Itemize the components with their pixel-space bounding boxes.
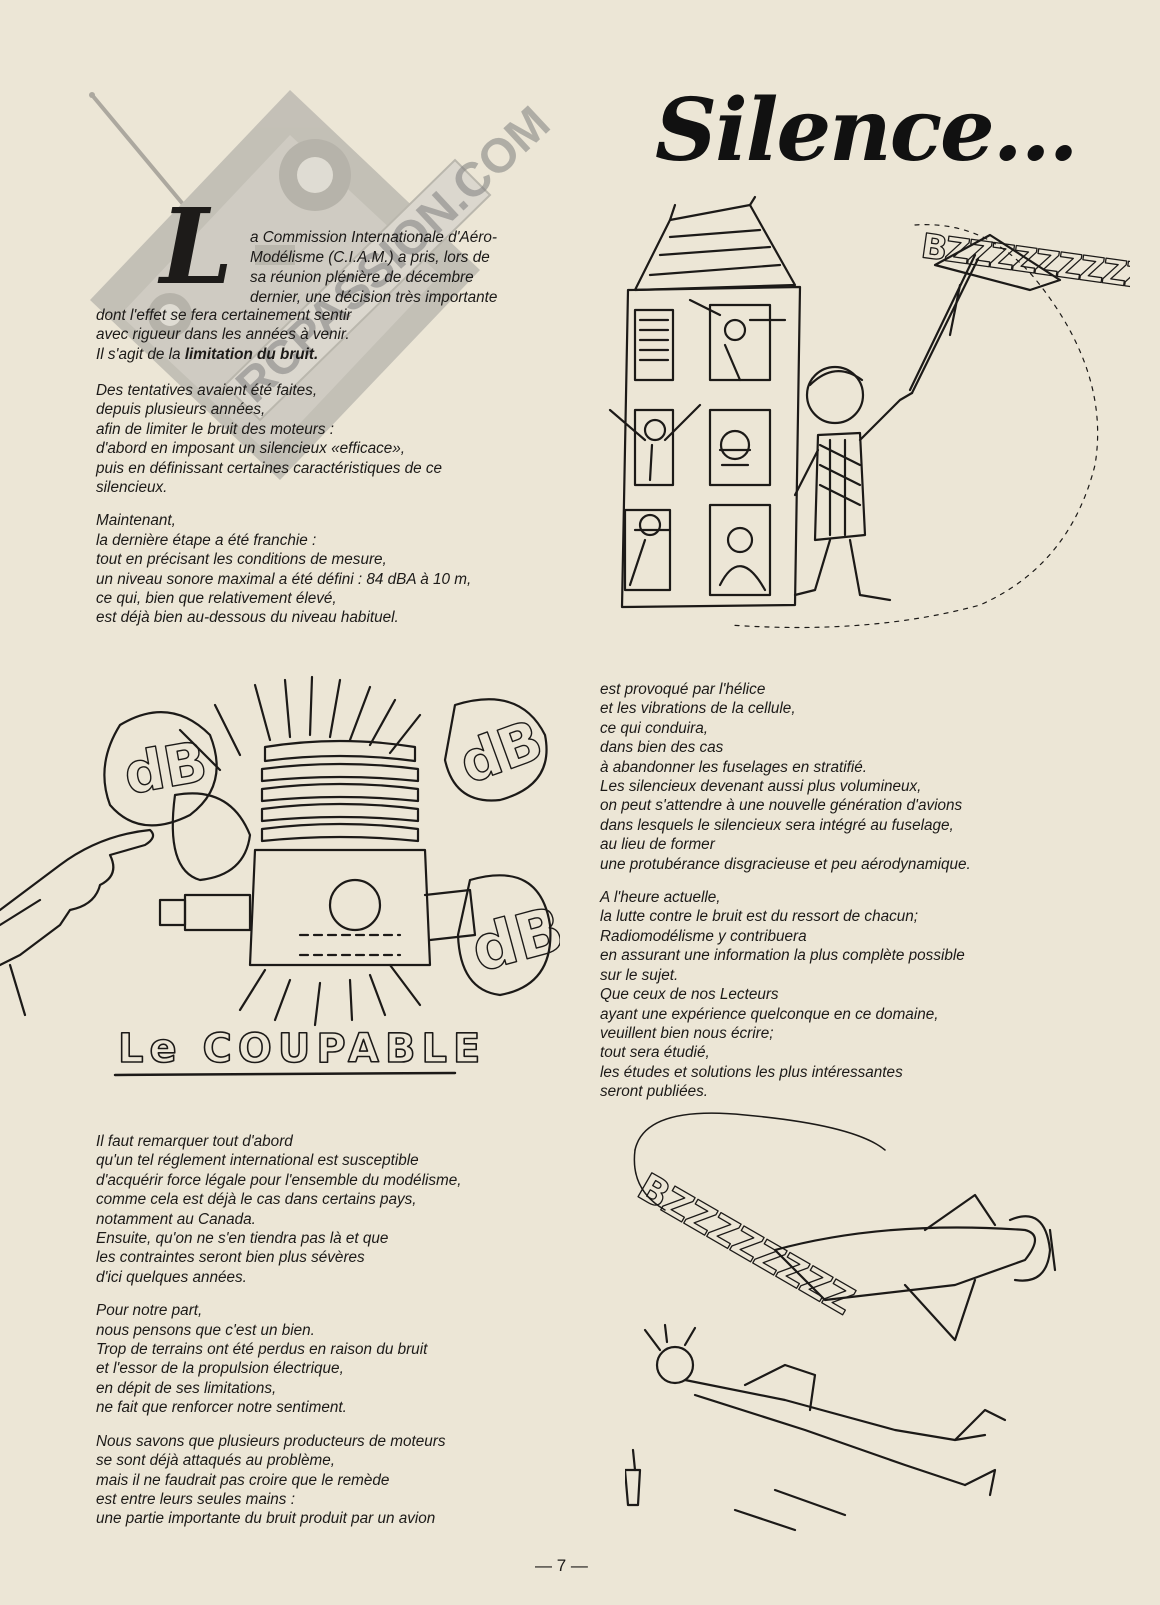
text-line: Maintenant, — [96, 512, 176, 530]
text-line: ce qui conduira, — [600, 719, 708, 737]
text-line: Il faut remarquer tout d'abord — [96, 1133, 293, 1150]
intro-emphasis: limitation du bruit. — [184, 345, 319, 363]
house-buzz-illustration: BZZZZZZZZZZZZZZZZZZZZZZZZ — [608, 195, 1130, 629]
intro-line: Modélisme (C.I.A.M.) a pris, lors de — [250, 249, 490, 266]
text-line: ayant une expérience quelconque en ce do… — [600, 1005, 939, 1023]
text-line: on peut s'attendre à une nouvelle généra… — [600, 797, 963, 815]
paragraph: Maintenant, la dernière étape a été fran… — [96, 511, 471, 627]
left-top-column: Des tentatives avaient été faites, depui… — [96, 381, 471, 642]
text-line: au lieu de former — [600, 836, 715, 854]
text-line: silencieux. — [96, 479, 168, 497]
left-bottom-column: Il faut remarquer tout d'abord qu'un tel… — [96, 1132, 462, 1543]
db-label: dB — [119, 730, 212, 808]
text-line: A l'heure actuelle, — [600, 889, 721, 907]
intro-line: avec rigueur dans les années à venir. — [96, 326, 350, 344]
plane-buzz-text: BZZZZZZZZ — [631, 1165, 861, 1323]
text-line: les contraintes seront bien plus sévères — [96, 1249, 365, 1267]
intro-continued: dont l'effet se fera certainement sentir… — [96, 306, 351, 364]
paragraph: Pour notre part, nous pensons que c'est … — [96, 1301, 462, 1417]
plane-sleeper-illustration: BZZZZZZZZ — [625, 1112, 1057, 1532]
text-line: Les silencieux devenant aussi plus volum… — [600, 778, 922, 796]
page-number: — 7 — — [535, 1556, 588, 1575]
text-line: Des tentatives avaient été faites, — [96, 382, 318, 399]
text-line: d'abord en imposant un silencieux «effic… — [96, 440, 406, 458]
text-line: est entre leurs seules mains : — [96, 1490, 295, 1508]
right-column: est provoqué par l'hélice et les vibrati… — [600, 680, 971, 1116]
text-line: en assurant une information la plus comp… — [600, 947, 965, 965]
text-line: comme cela est déjà le cas dans certains… — [96, 1191, 417, 1209]
text-line: depuis plusieurs années, — [96, 401, 266, 419]
text-line: qu'un tel réglement international est su… — [96, 1152, 419, 1170]
text-line: Que ceux de nos Lecteurs — [600, 986, 779, 1004]
text-line: Radiomodélisme y contribuera — [600, 927, 807, 945]
text-line: est provoqué par l'hélice — [600, 681, 766, 698]
drop-cap: L — [160, 185, 234, 308]
text-line: ce qui, bien que relativement élevé, — [96, 590, 337, 608]
text-line: Pour notre part, — [96, 1302, 203, 1320]
engine-culprit-illustration: dB dB dB Le COUPABLE — [0, 675, 560, 1077]
text-line: sur le sujet. — [600, 966, 679, 984]
intro-text: a Commission Internationale d'Aéro- Modé… — [250, 228, 497, 308]
intro-last-prefix: Il s'agit de la — [96, 345, 185, 363]
transmitter-watermark: RCPASSION.COM — [89, 90, 560, 480]
text-line: ne fait que renforcer notre sentiment. — [96, 1399, 347, 1417]
text-line: Nous savons que plusieurs producteurs de… — [96, 1432, 446, 1450]
text-line: une partie importante du bruit produit p… — [96, 1510, 436, 1528]
text-line: la lutte contre le bruit est du ressort … — [600, 908, 919, 926]
text-line: tout en précisant les conditions de mesu… — [96, 551, 387, 569]
paragraph: Il faut remarquer tout d'abord qu'un tel… — [96, 1132, 462, 1287]
text-line: Ensuite, qu'on ne s'en tiendra pas là et… — [96, 1230, 389, 1248]
paragraph: Des tentatives avaient été faites, depui… — [96, 381, 471, 497]
text-line: les études et solutions les plus intéres… — [600, 1063, 903, 1081]
text-line: nous pensons que c'est un bien. — [96, 1321, 315, 1339]
paragraph: est provoqué par l'hélice et les vibrati… — [600, 680, 971, 874]
text-line: une protubérance disgracieuse et peu aér… — [600, 855, 971, 873]
intro-line: dont l'effet se fera certainement sentir — [96, 307, 352, 324]
text-line: mais il ne faudrait pas croire que le re… — [96, 1471, 390, 1489]
text-line: tout sera étudié, — [600, 1044, 710, 1062]
text-line: et les vibrations de la cellule, — [600, 700, 796, 718]
intro-last-line: Il s'agit de la limitation du bruit. — [96, 345, 351, 364]
paragraph: Nous savons que plusieurs producteurs de… — [96, 1432, 462, 1529]
text-line: afin de limiter le bruit des moteurs : — [96, 420, 335, 438]
text-line: la dernière étape a été franchie : — [96, 531, 317, 549]
engine-caption: Le COUPABLE — [118, 1026, 486, 1072]
intro-line: sa réunion plénière de décembre — [250, 269, 474, 286]
text-line: d'acquérir force légale pour l'ensemble … — [96, 1171, 462, 1189]
intro-line: a Commission Internationale d'Aéro- — [250, 229, 497, 246]
text-line: dans bien des cas — [600, 739, 724, 757]
text-line: puis en définissant certaines caractéris… — [96, 459, 443, 477]
text-line: dans lesquels le silencieux sera intégré… — [600, 816, 954, 834]
text-line: seront publiées. — [600, 1083, 708, 1101]
article-title: Silence... — [655, 80, 1079, 181]
text-line: en dépit de ses limitations, — [96, 1379, 277, 1397]
text-line: à abandonner les fuselages en stratifié. — [600, 758, 868, 776]
db-label: dB — [464, 892, 560, 986]
text-line: un niveau sonore maximal a été défini : … — [96, 570, 472, 588]
text-line: notamment au Canada. — [96, 1210, 256, 1228]
text-line: Trop de terrains ont été perdus en raiso… — [96, 1341, 428, 1359]
text-line: d'ici quelques années. — [96, 1268, 247, 1286]
paragraph: A l'heure actuelle, la lutte contre le b… — [600, 888, 971, 1101]
text-line: et l'essor de la propulsion électrique, — [96, 1360, 344, 1378]
text-line: veuillent bien nous écrire; — [600, 1024, 774, 1042]
text-line: se sont déjà attaqués au problème, — [96, 1452, 335, 1470]
text-line: est déjà bien au-dessous du niveau habit… — [96, 609, 399, 627]
intro-line: dernier, une décision très importante — [250, 289, 498, 306]
